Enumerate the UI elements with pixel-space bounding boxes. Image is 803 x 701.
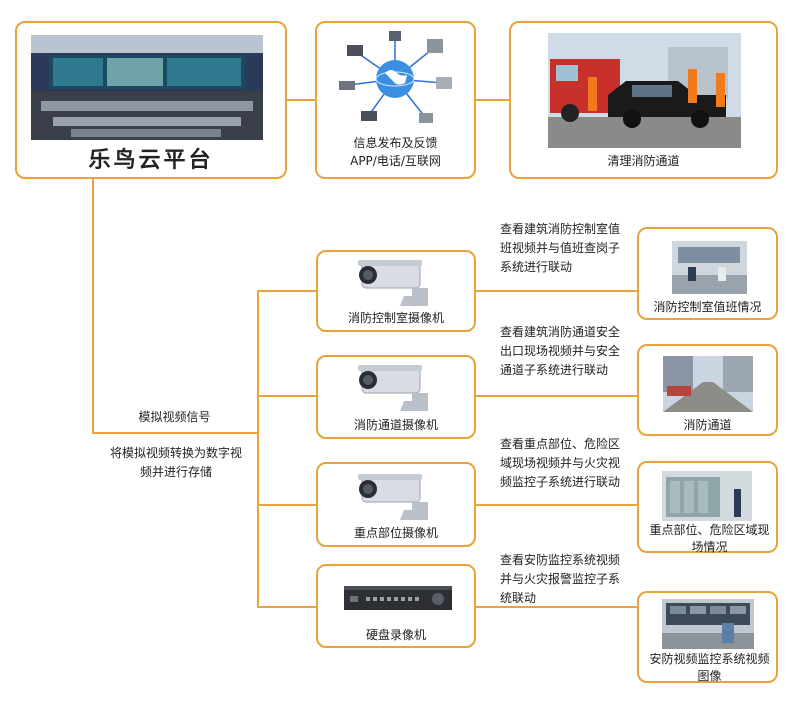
device-label: 重点部位摄像机 xyxy=(353,526,438,540)
result-box-fire-channel[interactable]: 消防通道 xyxy=(637,344,778,436)
connector-bus-device3 xyxy=(257,504,316,506)
fire-channel-image xyxy=(663,356,753,412)
device-box-dvr[interactable]: 硬盘录像机 xyxy=(316,564,476,648)
device-label: 消防控制室摄像机 xyxy=(347,311,444,325)
device-note: 查看建筑消防通道安全出口现场视频并与安全通道子系统进行联动 xyxy=(500,325,621,377)
camera-icon xyxy=(358,260,428,306)
connector-device3-result xyxy=(476,504,637,506)
connector-bus-device4 xyxy=(257,606,316,608)
clear-channel-box[interactable]: 清理消防通道 xyxy=(509,21,778,179)
connector-signal-horizontal xyxy=(92,432,259,434)
connector-platform-down xyxy=(92,179,94,434)
firefighters-image xyxy=(548,33,741,148)
device-box-channel-camera[interactable]: 消防通道摄像机 xyxy=(316,355,476,439)
connector-bus-device1 xyxy=(257,290,316,292)
convert-note: 将模拟视频转换为数字视频并进行存储 xyxy=(109,446,242,479)
connector-device1-result xyxy=(476,290,637,292)
dvr-icon xyxy=(344,586,452,610)
connector-bus-vertical xyxy=(257,290,259,607)
device-box-key-area-camera[interactable]: 重点部位摄像机 xyxy=(316,462,476,547)
device-label: 消防通道摄像机 xyxy=(353,418,438,432)
key-area-image xyxy=(662,471,752,521)
camera-icon xyxy=(358,474,428,520)
result-label: 消防控制室值班情况 xyxy=(653,300,762,314)
info-release-label: 信息发布及反馈 xyxy=(353,136,438,150)
connector-device4-result xyxy=(476,606,637,608)
device-note: 查看建筑消防控制室值班视频并与值班查岗子系统进行联动 xyxy=(500,222,621,274)
result-box-key-area[interactable]: 重点部位、危险区域现场情况 xyxy=(637,461,778,554)
result-box-control-room-duty[interactable]: 消防控制室值班情况 xyxy=(637,227,778,320)
device-note: 查看重点部位、危险区域现场视频并与火灾视频监控子系统进行联动 xyxy=(500,437,621,489)
connector-platform-info xyxy=(287,99,315,101)
result-label: 消防通道 xyxy=(683,418,732,432)
analog-signal-label: 模拟视频信号 xyxy=(138,410,211,424)
result-box-security-video[interactable]: 安防视频监控系统视频图像 xyxy=(637,591,778,683)
connector-info-clear xyxy=(476,99,509,101)
clear-channel-label: 清理消防通道 xyxy=(607,154,680,168)
info-release-sublabel: APP/电话/互联网 xyxy=(350,154,441,168)
control-center-image xyxy=(31,35,263,140)
network-globe-icon xyxy=(339,31,452,123)
device-note: 查看安防监控系统视频并与火灾报警监控子系统联动 xyxy=(500,553,621,605)
platform-box[interactable]: 乐鸟云平台 xyxy=(15,21,287,179)
connector-bus-device2 xyxy=(257,395,316,397)
device-box-control-room-camera[interactable]: 消防控制室摄像机 xyxy=(316,250,476,332)
platform-title: 乐鸟云平台 xyxy=(88,148,214,173)
security-video-image xyxy=(662,599,754,649)
device-label: 硬盘录像机 xyxy=(365,628,426,642)
control-room-image xyxy=(672,241,747,294)
result-label: 重点部位、危险区域现场情况 xyxy=(649,523,770,554)
result-label: 安防视频监控系统视频图像 xyxy=(649,652,770,683)
info-release-box[interactable]: 信息发布及反馈 APP/电话/互联网 xyxy=(315,21,476,179)
connector-device2-result xyxy=(476,395,637,397)
camera-icon xyxy=(358,365,428,411)
